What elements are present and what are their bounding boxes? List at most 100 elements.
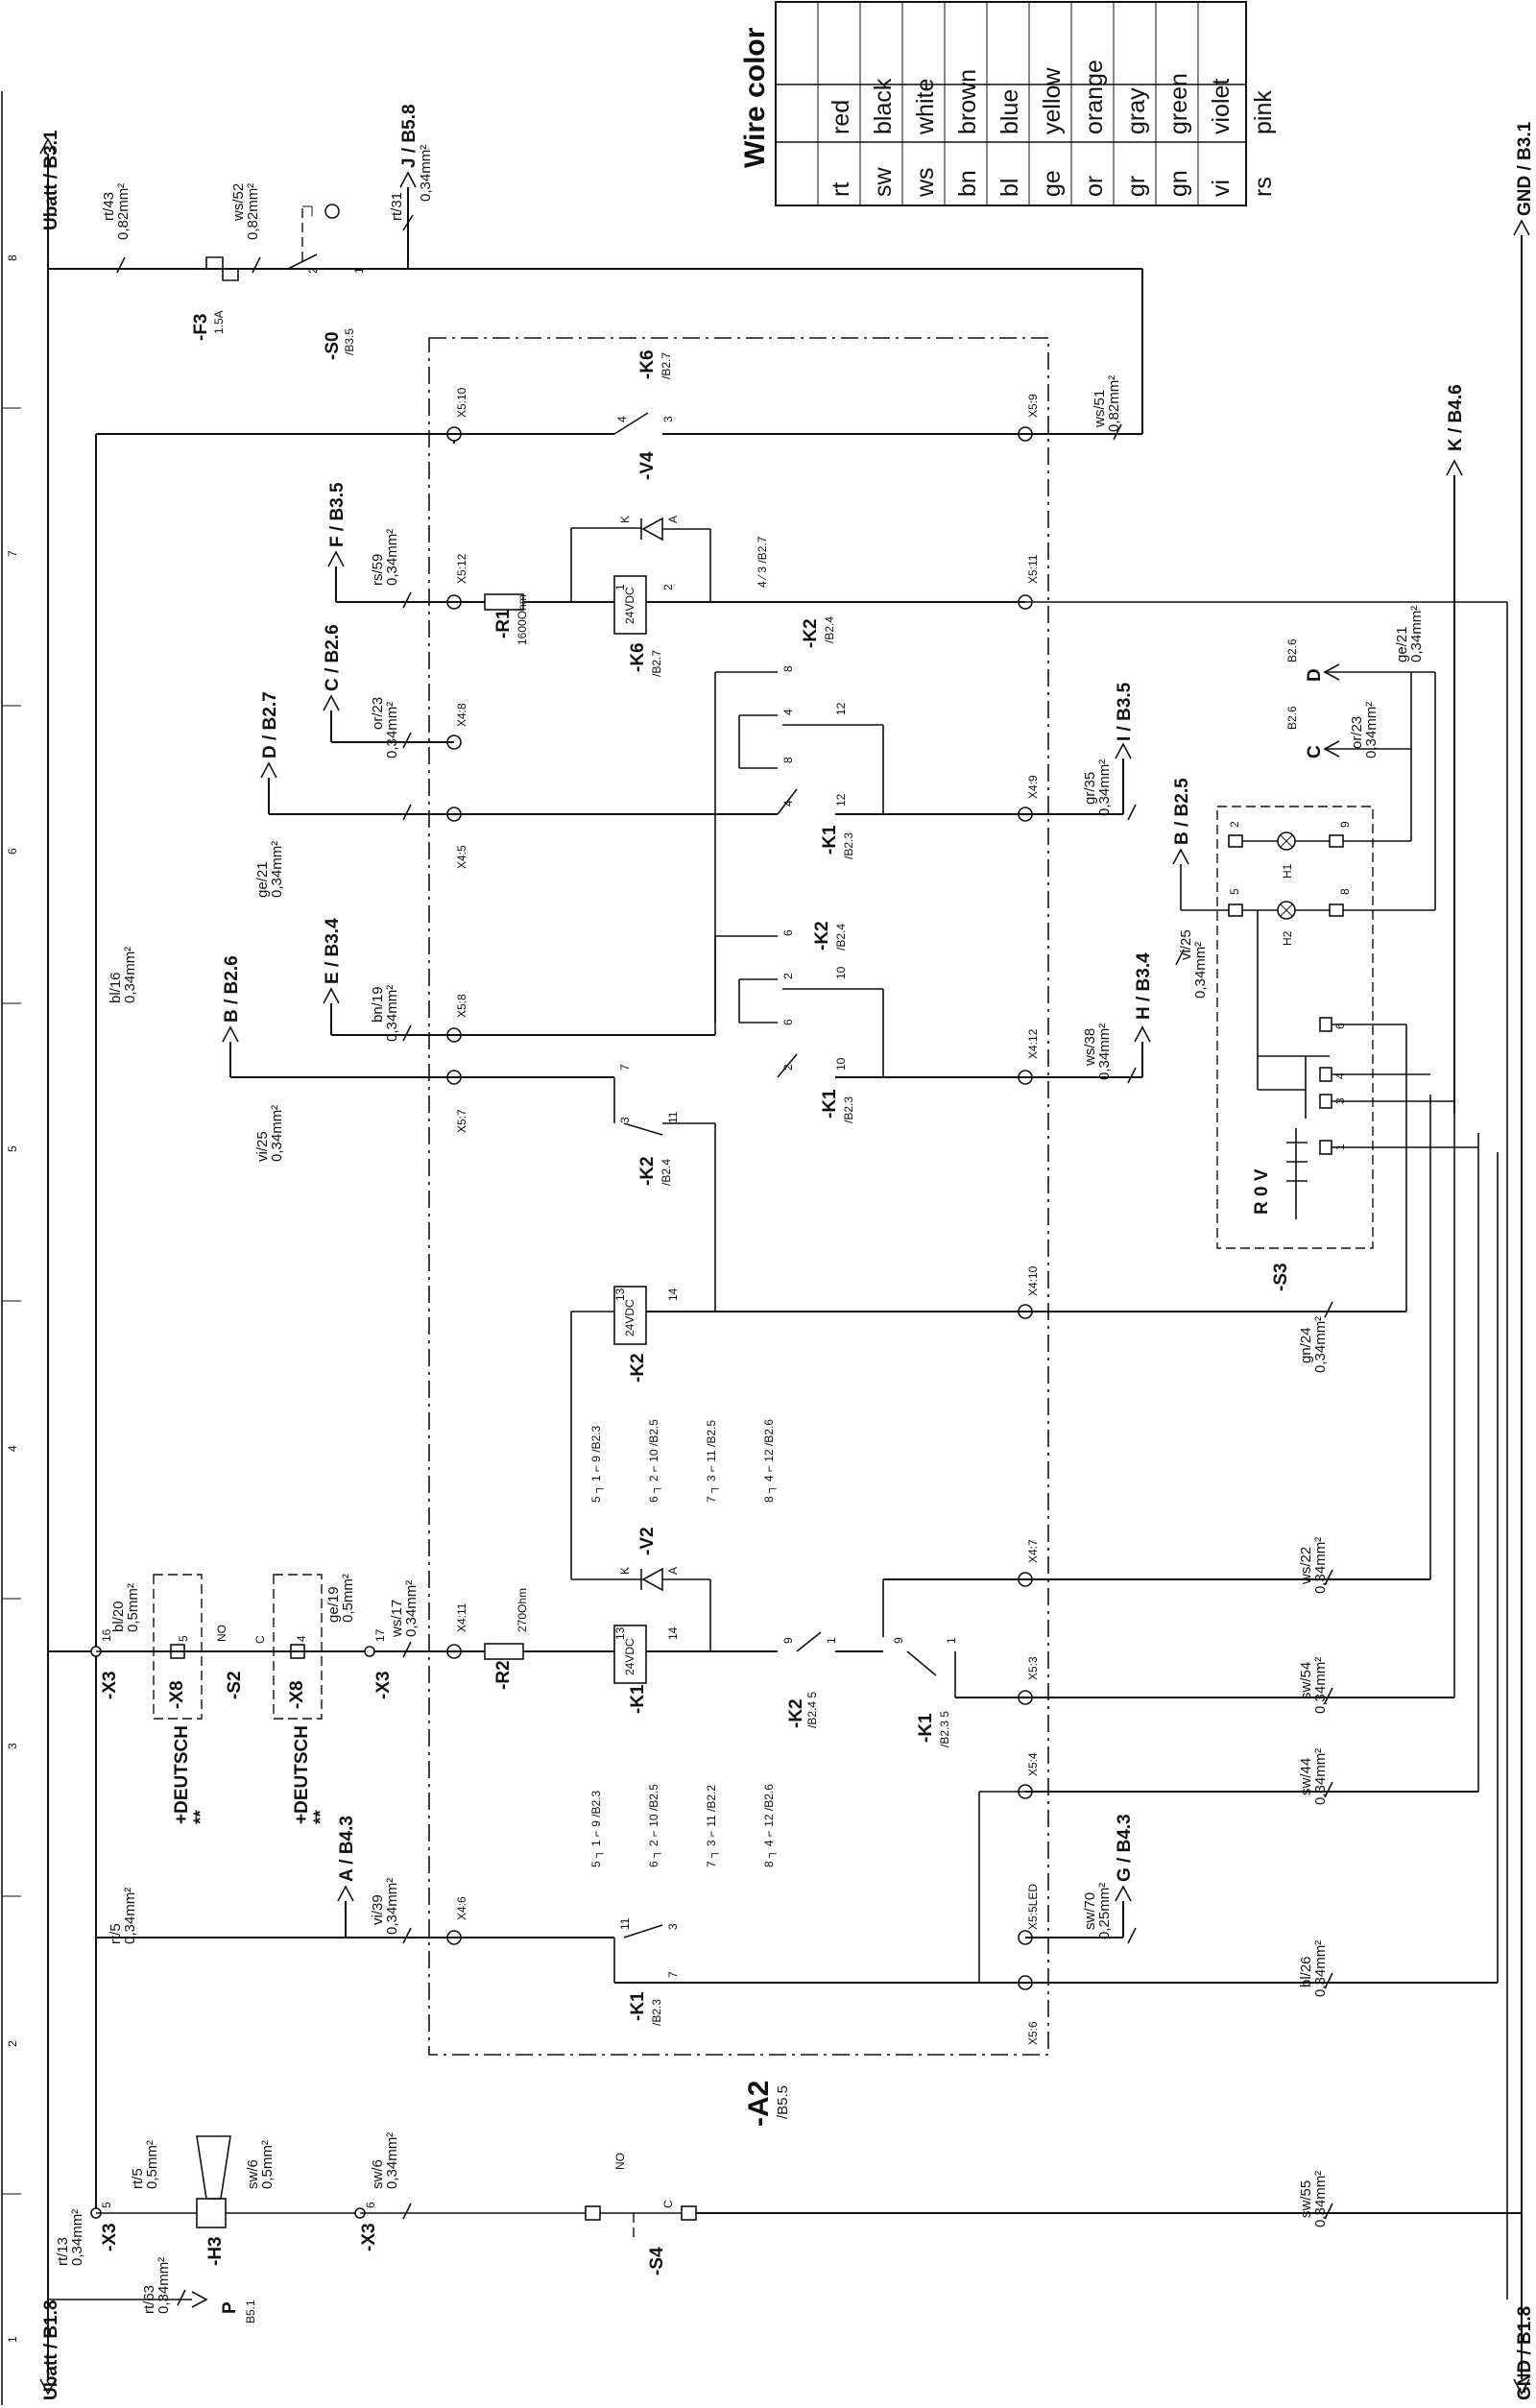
wire-gr35: gr/35	[1082, 772, 1098, 805]
r1-value: 1600Ohm	[516, 594, 529, 645]
k2-mid-ref: /B2.4	[834, 924, 848, 951]
row-x4-6: A / B4.3 vi/39 0,34mm² 11 3 7 -K1 /B2.3 …	[96, 1816, 680, 2026]
wire-vi39: vi/39	[370, 1894, 386, 1925]
x3-pin17	[364, 1646, 375, 1657]
legend-color: white	[912, 79, 939, 135]
terminal-x5-9-label: X5:9	[1026, 394, 1040, 418]
wire-ws17: ws/17	[389, 1600, 405, 1638]
x8-lower-pin4: 4	[295, 1635, 308, 1642]
coil-k1	[613, 1625, 647, 1684]
s2-c: C	[253, 1635, 267, 1644]
k2-pin11: 11	[666, 1111, 680, 1123]
k2-pin10: 10	[834, 966, 848, 979]
wire-gn24: gn/24	[1298, 1327, 1314, 1363]
k6-pin1: 1	[613, 584, 627, 590]
terminal-x5-12-label: X5:12	[455, 553, 468, 584]
wire-sw6-b: sw/6	[370, 2159, 386, 2189]
s4-no: NO	[613, 2153, 627, 2170]
fuse-f3-label: -F3	[191, 314, 211, 342]
terminal-x5-3-label: X5:3	[1026, 1656, 1040, 1680]
d-label: D	[1305, 668, 1325, 682]
k1-coil-label: -K1	[628, 1684, 648, 1714]
k6-contact-ref: 4 ⁄ 3 /B2.7	[756, 536, 769, 588]
x8-upper-pin5: 5	[177, 1635, 190, 1642]
wire-sw6-a: sw/6	[245, 2159, 261, 2189]
k6-coil-rating: 24VDC	[623, 587, 636, 624]
row-x4-8: C / B2.6 or/23 0,34mm²	[323, 624, 454, 759]
k1-pin9: 9	[892, 1637, 905, 1644]
p-label: P	[220, 2301, 240, 2314]
k6-diode-k: K	[618, 516, 632, 523]
wire-bl20-size: 0,5mm²	[125, 1583, 141, 1632]
top-supply-branch: rt/43 0,82mm² -F3 1.5A ws/52 0,82mm² 2 1…	[48, 104, 1143, 441]
terminal-x4-10-label: X4:10	[1026, 1265, 1040, 1296]
terminal-x5-11-label: X5:11	[1026, 554, 1040, 584]
wire-rt31-size: 0,34mm²	[418, 145, 434, 202]
k6-top-ref: /B2.7	[660, 352, 673, 379]
switch-s0-pin1: 1	[352, 267, 366, 274]
deutsch-lower-stars: **	[311, 1810, 331, 1824]
wire-rt5-b-size: 0,5mm²	[144, 2140, 160, 2189]
legend-code: vi	[1208, 180, 1235, 197]
k2-pin6a: 6	[781, 929, 795, 936]
wire-ws51: ws/51	[1092, 390, 1108, 428]
k2-contact-ref: /B2.4 5	[805, 1692, 819, 1728]
s3-label: -S3	[1271, 1263, 1291, 1291]
wire-rt63: rt/63	[141, 2285, 157, 2314]
s3-lamp-pin9: 9	[1338, 821, 1352, 828]
wire-vi25-b-size: 0,34mm²	[1192, 942, 1209, 999]
wire-ws22: ws/22	[1298, 1547, 1314, 1585]
terminal-x4-11-label: X4:11	[455, 1602, 468, 1632]
wire-sw6-a-size: 0,5mm²	[259, 2140, 276, 2189]
switch-s3-block: -S3 R 0 V 6 4 3 1 5 H2 8 2	[1172, 606, 1478, 1291]
x3-pin5-label: 5	[100, 2202, 113, 2208]
wire-ws38-size: 0,34mm²	[1096, 1023, 1113, 1080]
coil-k2	[613, 1286, 647, 1345]
lamp-h2: H2	[1281, 930, 1294, 946]
terminal-x5-4-label: X5:4	[1026, 1752, 1040, 1776]
wire-bl26-size: 0,34mm²	[1312, 1940, 1329, 1997]
x8-lower-box	[273, 1574, 323, 1720]
gnd-top-label: GND / B3.1	[1515, 121, 1535, 216]
legend-code: or	[1081, 176, 1108, 197]
wire-color-legend: Wire color rtredswblackwswhitebnbrownblb…	[739, 1, 1277, 206]
legend-code: rt	[828, 182, 854, 197]
row-k6: F / B3.5 rs/59 0,34mm² -R1 1600Ohm 24VDC…	[327, 482, 1508, 2300]
gnd-rail: GND / B3.1 GND / B1.8	[1513, 121, 1535, 2400]
k6-pin2: 2	[661, 584, 675, 590]
s4-c: C	[661, 2200, 675, 2208]
wire-vi25-a-size: 0,34mm²	[269, 1105, 285, 1162]
horn-h3	[196, 2135, 231, 2228]
wire-bn19-size: 0,34mm²	[384, 985, 400, 1042]
k2-pin6b: 6	[781, 1019, 795, 1025]
xref-a: A / B4.3	[337, 1816, 357, 1882]
wire-rt5-a-size: 0,34mm²	[122, 1888, 138, 1944]
gnd-bottom-label: GND / B1.8	[1515, 2306, 1535, 2400]
legend-code: sw	[870, 167, 897, 198]
k2-pin9: 9	[781, 1637, 795, 1644]
r1-label: -R1	[493, 609, 514, 638]
legend-color: gray	[1123, 87, 1150, 134]
xref-g: G / B4.3	[1115, 1814, 1135, 1882]
xref-c: C / B2.6	[323, 624, 343, 691]
wire-rt43: rt/43	[101, 192, 117, 221]
deutsch-upper: +DEUTSCH	[172, 1725, 192, 1824]
x8-upper-no: NO	[215, 1625, 228, 1642]
k2-low-ref: /B2.4	[660, 1159, 673, 1186]
wire-or23-a: or/23	[370, 697, 386, 730]
wire-rt43-size: 0,82mm²	[115, 183, 132, 240]
k2-pin13: 13	[613, 1288, 627, 1301]
k2-contact-3-11: 3 11 -K2 /B2.4	[613, 1077, 716, 1312]
k1-lower-ref: /B2.3	[650, 1999, 663, 2026]
k2-pin14: 14	[666, 1288, 680, 1301]
k1-pin11: 11	[618, 1917, 632, 1930]
k2-top-ref: /B2.4	[823, 616, 836, 643]
s4-label: -S4	[647, 2247, 667, 2276]
k1-pin14: 14	[666, 1626, 680, 1640]
wire-sw54-size: 0,34mm²	[1312, 1657, 1329, 1714]
switch-s0: 2 1 -S0 /B3.5	[287, 204, 366, 360]
wire-sw54: sw/54	[1298, 1662, 1314, 1699]
wire-ws52: ws/52	[230, 183, 247, 222]
fuse-f3-value: 1.5A	[212, 310, 226, 334]
